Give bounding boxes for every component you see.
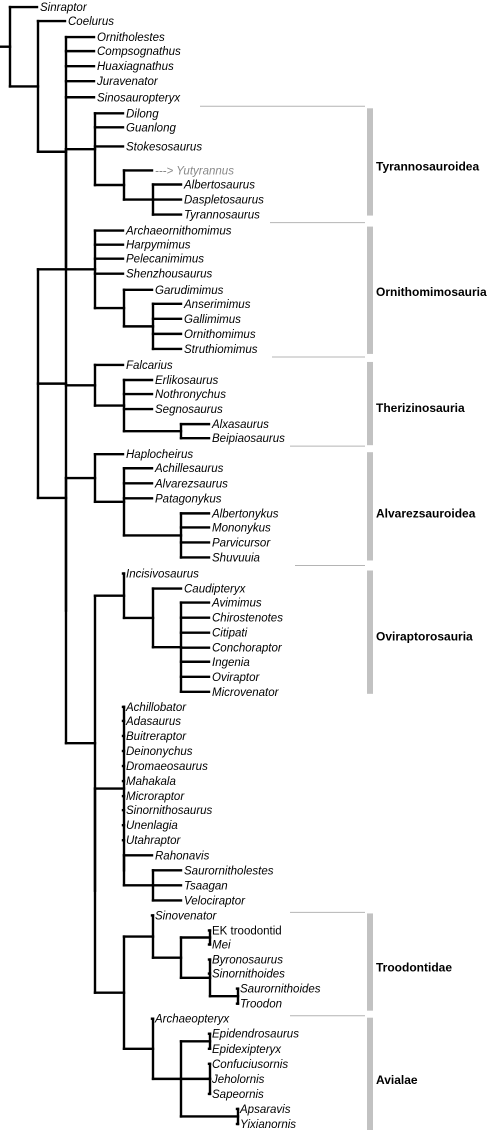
taxon-coelurus: Coelurus: [68, 16, 114, 28]
taxon-epidendrosaurus: Epidendrosaurus: [212, 1029, 299, 1041]
clade-bar-avialae: [367, 1017, 373, 1130]
clade-bar-ornithomimosauria: [367, 226, 373, 354]
taxon-achillobator: Achillobator: [125, 702, 187, 714]
taxon-conchoraptor: Conchoraptor: [212, 643, 283, 655]
taxon-sapeornis: Sapeornis: [212, 1089, 264, 1101]
clade-bar-therizinosauria: [367, 361, 373, 446]
taxon-jeholornis: Jeholornis: [211, 1074, 265, 1086]
taxon-alxasaurus: Alxasaurus: [211, 419, 269, 431]
taxon-ornithomimus: Ornithomimus: [184, 329, 256, 341]
taxon-microvenator: Microvenator: [212, 687, 280, 699]
taxon-caudipteryx: Caudipteryx: [184, 584, 247, 596]
taxon-tyrannosaurus: Tyrannosaurus: [184, 210, 260, 222]
clade-label-troodontidae: Troodontidae: [376, 961, 452, 975]
taxon-struthiomimus: Struthiomimus: [184, 344, 258, 356]
taxon-saurornitholestes: Saurornitholestes: [184, 865, 274, 877]
clade-label-oviraptorosauria: Oviraptorosauria: [376, 630, 473, 644]
taxon-parvicursor: Parvicursor: [212, 537, 271, 549]
taxon-alvarezsaurus: Alvarezsaurus: [154, 478, 228, 490]
taxon-deinonychus: Deinonychus: [126, 746, 193, 758]
clade-label-avialae: Avialae: [376, 1073, 418, 1087]
taxon-saurornithoides: Saurornithoides: [240, 984, 321, 996]
clade-bars: [367, 108, 373, 1130]
taxon-erlikosaurus: Erlikosaurus: [155, 375, 219, 387]
taxon-sinornithoides: Sinornithoides: [212, 969, 285, 981]
taxon-sinraptor: Sinraptor: [40, 2, 88, 14]
taxon-yutyrannus: ---> Yutyrannus: [155, 165, 234, 177]
taxon-citipati: Citipati: [212, 628, 248, 640]
clade-label-tyrannosauroidea: Tyrannosauroidea: [376, 159, 479, 173]
taxon-sinosauropteryx: Sinosauropteryx: [97, 92, 181, 104]
taxon-harpymimus: Harpymimus: [126, 240, 191, 252]
taxon-compsognathus: Compsognathus: [97, 46, 181, 58]
taxon-sinornithosaurus: Sinornithosaurus: [126, 805, 213, 817]
taxon-ingenia: Ingenia: [212, 657, 250, 669]
taxon-adasaurus: Adasaurus: [125, 716, 181, 728]
taxon-mahakala: Mahakala: [126, 776, 176, 788]
taxon-utahraptor: Utahraptor: [126, 835, 182, 847]
clade-labels: TyrannosauroideaOrnithomimosauriaTherizi…: [376, 159, 487, 1086]
taxon-gallimimus: Gallimimus: [184, 314, 241, 326]
taxon-tsaagan: Tsaagan: [184, 880, 228, 892]
taxon-archaeopteryx: Archaeopteryx: [154, 1014, 230, 1026]
taxon-rahonavis: Rahonavis: [155, 850, 210, 862]
taxon-epidexipteryx: Epidexipteryx: [212, 1044, 282, 1056]
taxon-nothronychus: Nothronychus: [155, 389, 226, 401]
taxon-avimimus: Avimimus: [211, 598, 262, 610]
clade-bar-troodontidae: [367, 913, 373, 1011]
taxon-sinovenator: Sinovenator: [155, 910, 218, 922]
taxon-falcarius: Falcarius: [126, 360, 173, 372]
clade-label-alvarezsauroidea: Alvarezsauroidea: [376, 506, 476, 520]
taxon-apsaravis: Apsaravis: [239, 1104, 291, 1116]
taxon-albertonykus: Albertonykus: [211, 508, 279, 520]
taxon-troodon: Troodon: [240, 999, 282, 1011]
clade-bar-alvarezsauroidea: [367, 452, 373, 561]
clade-label-ornithomimosauria: Ornithomimosauria: [376, 285, 487, 299]
taxon-labels: SinraptorCoelurusOrnitholestesCompsognat…: [40, 2, 321, 1130]
taxon-chirostenotes: Chirostenotes: [212, 613, 283, 625]
branches: [0, 5, 240, 1126]
clade-bar-oviraptorosauria: [367, 570, 373, 694]
taxon-byronosaurus: Byronosaurus: [212, 955, 283, 967]
taxon-patagonykus: Patagonykus: [155, 493, 222, 505]
taxon-dilong: Dilong: [126, 108, 159, 120]
taxon-mononykus: Mononykus: [212, 522, 271, 534]
taxon-garudimimus: Garudimimus: [155, 285, 224, 297]
taxon-ornitholestes: Ornitholestes: [97, 32, 165, 44]
taxon-dromaeosaurus: Dromaeosaurus: [126, 761, 208, 773]
taxon-confuciusornis: Confuciusornis: [212, 1059, 288, 1071]
taxon-achillesaurus: Achillesaurus: [154, 463, 224, 475]
taxon-velociraptor: Velociraptor: [184, 895, 246, 907]
taxon-beipiaosaurus: Beipiaosaurus: [212, 433, 285, 445]
taxon-mei: Mei: [212, 940, 231, 952]
taxon-pelecanimimus: Pelecanimimus: [126, 254, 204, 266]
taxon-unenlagia: Unenlagia: [126, 820, 178, 832]
taxon-stokesosaurus: Stokesosaurus: [126, 141, 202, 153]
taxon-incisivosaurus: Incisivosaurus: [126, 569, 199, 581]
taxon-haplocheirus: Haplocheirus: [126, 449, 193, 461]
taxon-anserimimus: Anserimimus: [183, 299, 251, 311]
clade-separators: [200, 105, 365, 1017]
taxon-daspletosaurus: Daspletosaurus: [184, 195, 264, 207]
taxon-shuvuuia: Shuvuuia: [212, 552, 260, 564]
taxon-buitreraptor: Buitreraptor: [126, 731, 187, 743]
taxon-microraptor: Microraptor: [126, 791, 185, 803]
taxon-shenzhousaurus: Shenzhousaurus: [126, 269, 213, 281]
taxon-juravenator: Juravenator: [96, 76, 159, 88]
taxon-archaeornithomimus: Archaeornithomimus: [125, 226, 232, 238]
taxon-segnosaurus: Segnosaurus: [155, 404, 223, 416]
taxon-albertosaurus: Albertosaurus: [183, 179, 255, 191]
taxon-oviraptor: Oviraptor: [212, 672, 260, 684]
taxon-guanlong: Guanlong: [126, 122, 176, 134]
clade-label-therizinosauria: Therizinosauria: [376, 401, 465, 415]
taxon-yixianornis: Yixianornis: [240, 1119, 296, 1130]
taxon-ek-troodontid: EK troodontid: [212, 925, 282, 937]
clade-bar-tyrannosauroidea: [367, 108, 373, 216]
taxon-huaxiagnathus: Huaxiagnathus: [97, 61, 174, 73]
